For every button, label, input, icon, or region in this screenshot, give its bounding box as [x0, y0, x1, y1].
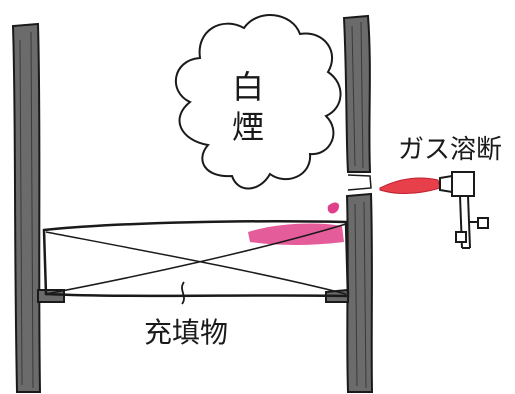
- filler-label: 充填物: [144, 316, 228, 349]
- smoke-label-2: 煙: [232, 108, 264, 146]
- beam-box: [42, 220, 350, 298]
- filler-leader-line: [181, 281, 185, 305]
- gas-torch-icon: [439, 171, 489, 249]
- left-pillar: [11, 22, 42, 393]
- heat-glow: [248, 223, 344, 245]
- gas-cutting-label: ガス溶断: [398, 135, 502, 165]
- right-pillar-lower: [345, 174, 374, 393]
- right-pillar-upper: [342, 14, 372, 173]
- smoke-cloud-icon: 白 煙: [174, 14, 342, 190]
- smoke-label-1: 白: [232, 68, 264, 106]
- spark: [327, 202, 340, 214]
- flame-icon: [379, 177, 441, 195]
- left-support-bracket: [37, 289, 65, 303]
